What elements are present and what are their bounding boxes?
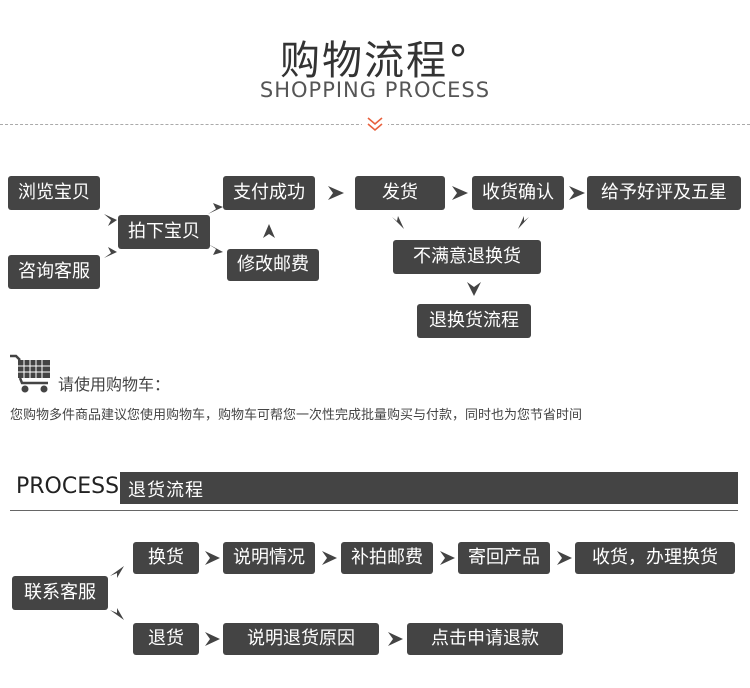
step-five-star: 给予好评及五星 [587, 176, 741, 210]
page-title: 购物流程° [280, 38, 470, 84]
section-bar [120, 472, 738, 504]
step-return: 退货 [133, 623, 199, 655]
step-confirm-receipt: 收货确认 [472, 176, 564, 210]
step-browse: 浏览宝贝 [8, 176, 100, 210]
step-apply-refund: 点击申请退款 [407, 623, 563, 655]
step-return-exchange-flow: 退换货流程 [417, 304, 531, 338]
step-send-back: 寄回产品 [458, 542, 550, 574]
step-modify-postage: 修改邮费 [227, 249, 319, 281]
step-return-reason: 说明退货原因 [223, 623, 379, 655]
cart-note-title: 请使用购物车： [58, 375, 171, 394]
step-receive-exchange: 收货，办理换货 [575, 542, 735, 574]
step-pay-success: 支付成功 [223, 176, 315, 210]
section-bar-title: 退货流程 [128, 480, 204, 501]
step-explain: 说明情况 [223, 542, 315, 574]
section-divider [10, 510, 738, 511]
step-contact-service: 联系客服 [12, 576, 108, 610]
step-consult: 咨询客服 [8, 255, 100, 289]
step-ship: 发货 [355, 176, 445, 210]
chevron-down-icon [362, 114, 388, 134]
cart-note-desc: 您购物多件商品建议您使用购物车，购物车可帮您一次性完成批量购买与付款，同时也为您… [10, 408, 583, 423]
shopping-cart-icon [8, 352, 54, 394]
section-label: PROCESS [16, 474, 120, 499]
step-unsatisfied: 不满意退换货 [393, 240, 541, 274]
step-repay-postage: 补拍邮费 [341, 542, 433, 574]
step-order: 拍下宝贝 [118, 215, 210, 249]
page-subtitle: SHOPPING PROCESS [259, 78, 491, 102]
step-exchange: 换货 [133, 542, 199, 574]
